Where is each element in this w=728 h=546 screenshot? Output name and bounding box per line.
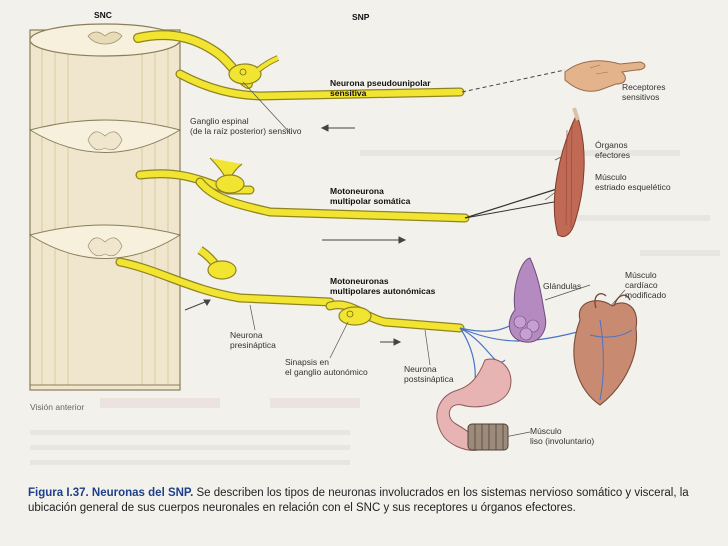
snp-label: SNP bbox=[352, 12, 370, 22]
spinal-cord bbox=[28, 23, 182, 391]
cross-section-2 bbox=[28, 224, 182, 259]
presinaptica-line1: Neurona bbox=[230, 330, 263, 340]
cardiac-muscle-label: Músculo cardíaco modificado bbox=[625, 270, 666, 300]
autonomic-label: Motoneuronas multipolares autonómicas bbox=[330, 276, 435, 296]
direction-arrows bbox=[184, 124, 407, 346]
sensory-neuron bbox=[133, 30, 566, 101]
motoneurona-line1: Motoneurona bbox=[330, 186, 384, 196]
snc-label: SNC bbox=[94, 10, 112, 20]
receptores-line2: sensitivos bbox=[622, 92, 660, 102]
organos-line1: Órganos bbox=[595, 140, 628, 150]
organos-label: Órganos efectores bbox=[595, 140, 630, 160]
skeletal-muscle-line1: Músculo bbox=[595, 172, 627, 182]
motoneurona-line2: multipolar somática bbox=[330, 196, 411, 206]
caption-text: Se describen los tipos de neuronas invol… bbox=[28, 487, 689, 514]
smooth-muscle-label: Músculo liso (involuntario) bbox=[530, 426, 594, 446]
smooth-muscle-line2: liso (involuntario) bbox=[530, 436, 595, 446]
postsinaptica-line2: postsináptica bbox=[404, 374, 454, 384]
hand-illustration bbox=[564, 60, 646, 92]
gland-illustration bbox=[508, 257, 547, 343]
sinapsis-label: Sinapsis en el ganglio autonómico bbox=[285, 357, 368, 377]
intestine-segment bbox=[467, 423, 509, 451]
smooth-muscle-line1: Músculo bbox=[530, 426, 562, 436]
cardiac-line2: cardíaco bbox=[625, 280, 658, 290]
skeletal-muscle-label: Músculo estriado esquelético bbox=[595, 172, 671, 192]
glandulas-label: Glándulas bbox=[543, 281, 582, 291]
stomach-illustration bbox=[436, 358, 512, 451]
skeletal-muscle-line2: estriado esquelético bbox=[595, 182, 671, 192]
cardiac-line3: modificado bbox=[625, 290, 667, 300]
motoneurona-label: Motoneurona multipolar somática bbox=[330, 186, 410, 206]
ganglio-line1: Ganglio espinal bbox=[190, 116, 249, 126]
postsinaptica-label: Neurona postsináptica bbox=[404, 364, 454, 384]
pseudounipolar-line1: Neurona pseudounipolar bbox=[330, 78, 431, 88]
pseudounipolar-line2: sensitiva bbox=[330, 88, 367, 98]
presinaptica-line2: presináptica bbox=[230, 340, 276, 350]
vision-anterior-label: Visión anterior bbox=[30, 402, 85, 412]
sinapsis-line2: el ganglio autonómico bbox=[285, 367, 368, 377]
ganglio-label: Ganglio espinal (de la raíz posterior) s… bbox=[190, 116, 302, 136]
figure-caption: Figura I.37. Neuronas del SNP. Se descri… bbox=[28, 486, 708, 516]
background-faded-text bbox=[30, 150, 720, 465]
organos-line2: efectores bbox=[595, 150, 630, 160]
postsinaptica-line1: Neurona bbox=[404, 364, 437, 374]
autonomic-line1: Motoneuronas bbox=[330, 276, 389, 286]
sinapsis-line1: Sinapsis en bbox=[285, 357, 329, 367]
pseudounipolar-label: Neurona pseudounipolar sensitiva bbox=[330, 78, 431, 98]
autonomic-motoneuron bbox=[115, 246, 586, 396]
cross-section-1 bbox=[28, 119, 182, 153]
heart-illustration bbox=[573, 292, 638, 406]
caption-title: Figura I.37. Neuronas del SNP. bbox=[28, 487, 194, 499]
skeletal-muscle-illustration bbox=[553, 107, 585, 237]
cardiac-line1: Músculo bbox=[625, 270, 657, 280]
presinaptica-label: Neurona presináptica bbox=[230, 330, 276, 350]
autonomic-line2: multipolares autonómicas bbox=[330, 286, 436, 296]
receptores-label: Receptores sensitivos bbox=[622, 82, 665, 102]
receptores-line1: Receptores bbox=[622, 82, 666, 92]
somatic-motoneuron bbox=[135, 157, 566, 223]
ganglio-line2: (de la raíz posterior) sensitivo bbox=[190, 126, 302, 136]
